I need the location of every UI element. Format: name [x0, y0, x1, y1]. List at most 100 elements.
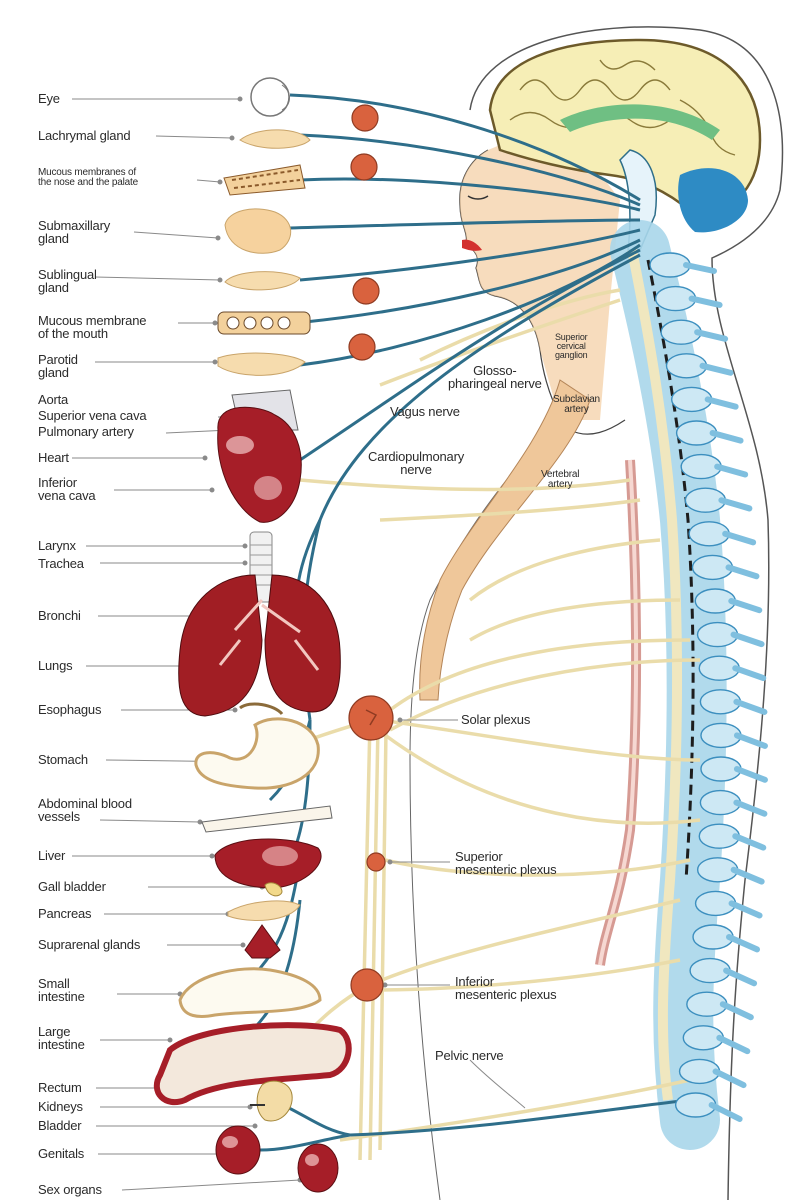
pointer-tip: [242, 543, 248, 549]
ganglion: [350, 153, 378, 181]
pointer-tip: [197, 819, 203, 825]
esophagus-tube: [419, 379, 591, 701]
spinous-process: [726, 934, 761, 953]
sympathetic-nerve: [383, 733, 701, 825]
label-mucous-mouth: Mucous membrane of the mouth: [38, 313, 147, 341]
lachrymal-gland-organ: [239, 129, 311, 149]
pointer-tip: [252, 1123, 258, 1129]
ganglion: [366, 852, 386, 872]
stomach-organ: [194, 717, 320, 790]
large-intestine-organ: [153, 1022, 352, 1105]
label-parotid-gland: Parotid gland: [38, 352, 78, 380]
label-eye: Eye: [38, 91, 60, 106]
pointer-tip: [240, 942, 246, 948]
label-abdominal-blood-vessels: Abdominal blood vessels: [38, 796, 132, 824]
lips: [462, 239, 482, 251]
pointer-tip: [237, 96, 243, 102]
label-esophagus: Esophagus: [38, 702, 102, 717]
label-cardiopulmonary-nerve: Cardiopulmonary nerve: [368, 449, 464, 477]
spinous-process: [732, 665, 767, 682]
sympathetic-nerve: [369, 898, 681, 987]
pointer-tip: [229, 135, 235, 141]
label-lachrymal-gland: Lachrymal gland: [38, 128, 131, 143]
label-bronchi: Bronchi: [38, 608, 81, 623]
pointer-tip: [209, 487, 215, 493]
label-pelvic-nerve: Pelvic nerve: [435, 1048, 504, 1063]
pointer-line: [99, 819, 201, 823]
label-kidneys: Kidneys: [38, 1099, 83, 1114]
spinous-process: [733, 766, 768, 783]
parasympathetic-nerve: [289, 93, 641, 202]
ganglion: [348, 333, 376, 361]
mouth-membrane-organ: [217, 311, 311, 335]
label-vagus-nerve: Vagus nerve: [390, 404, 460, 419]
label-trachea: Trachea: [38, 556, 84, 571]
label-glossopharyngeal-nerve: Glosso- pharingeal nerve: [448, 363, 542, 391]
pointer-line: [155, 135, 233, 139]
spinous-process: [716, 1034, 751, 1055]
parasympathetic-nerve: [299, 133, 641, 207]
sympathetic-nerve: [379, 498, 641, 522]
spinous-process: [728, 598, 763, 614]
pointer-tip: [212, 359, 218, 365]
spinous-process: [712, 1068, 747, 1089]
genitals-organ: [215, 1125, 339, 1193]
sympathetic-nerves: [264, 288, 701, 1161]
abdominal-vessels-organ: [201, 805, 333, 833]
pointer-tip: [217, 277, 223, 283]
label-inferior-vena-cava: Inferior vena cava: [38, 475, 96, 503]
spinous-process: [694, 329, 729, 342]
pointer-tip: [232, 707, 238, 713]
spinous-process: [723, 967, 758, 987]
spinous-process: [722, 530, 757, 546]
pointer-line: [133, 231, 219, 239]
parasympathetic-nerve: [299, 248, 641, 462]
parasympathetic-nerve: [289, 218, 641, 230]
pointer-tip: [215, 235, 221, 241]
spinous-process: [725, 564, 760, 580]
pointer-line: [94, 276, 221, 281]
spinous-process: [688, 295, 723, 308]
pointer-tip: [397, 717, 403, 723]
label-superior-mesenteric-plexus: Superior mesenteric plexus: [455, 849, 557, 877]
submaxillary-gland-organ: [224, 208, 292, 254]
label-liver: Liver: [38, 848, 66, 863]
pointer-tip: [202, 455, 208, 461]
label-aorta: Aorta: [38, 392, 69, 407]
label-genitals: Genitals: [38, 1146, 85, 1161]
label-solar-plexus: Solar plexus: [461, 712, 531, 727]
gall-bladder-organ: [264, 882, 283, 897]
label-vertebral-artery: Vertebral artery: [541, 469, 580, 490]
sympathetic-nerve: [419, 288, 621, 362]
liver-organ: [214, 838, 322, 889]
spinous-process: [730, 866, 765, 885]
spinous-process: [699, 362, 734, 376]
label-inferior-mesenteric-plexus: Inferior mesenteric plexus: [455, 974, 557, 1002]
sympathetic-nerve: [468, 538, 661, 602]
spinal-cord: [627, 249, 683, 1101]
parotid-gland-organ: [217, 352, 306, 376]
spinous-process: [732, 833, 767, 851]
ganglion: [351, 104, 379, 132]
pointer-tip: [387, 859, 393, 865]
label-large-intestine: Large intestine: [38, 1024, 85, 1052]
spinous-process: [733, 799, 768, 817]
suprarenal-gland-organ: [244, 924, 281, 959]
eye-organ: [250, 77, 290, 117]
spinous-process: [708, 1102, 743, 1122]
pointer-tip: [167, 1037, 173, 1043]
label-mucous-nose: Mucous membranes of the nose and the pal…: [38, 167, 138, 188]
spine-dashes: [646, 259, 695, 881]
spinous-process: [733, 732, 768, 749]
spinal-canal: [610, 220, 727, 1150]
label-pancreas: Pancreas: [38, 906, 92, 921]
spinous-process: [730, 631, 765, 648]
sympathetic-nerve: [299, 478, 631, 492]
label-superior-cervical-ganglion: Superior cervical ganglion: [555, 332, 588, 360]
label-stomach: Stomach: [38, 752, 88, 767]
label-superior-vena-cava: Superior vena cava: [38, 408, 147, 423]
sympathetic-nerve: [388, 638, 691, 712]
ganglia: [348, 104, 394, 1002]
label-lungs: Lungs: [38, 658, 73, 673]
